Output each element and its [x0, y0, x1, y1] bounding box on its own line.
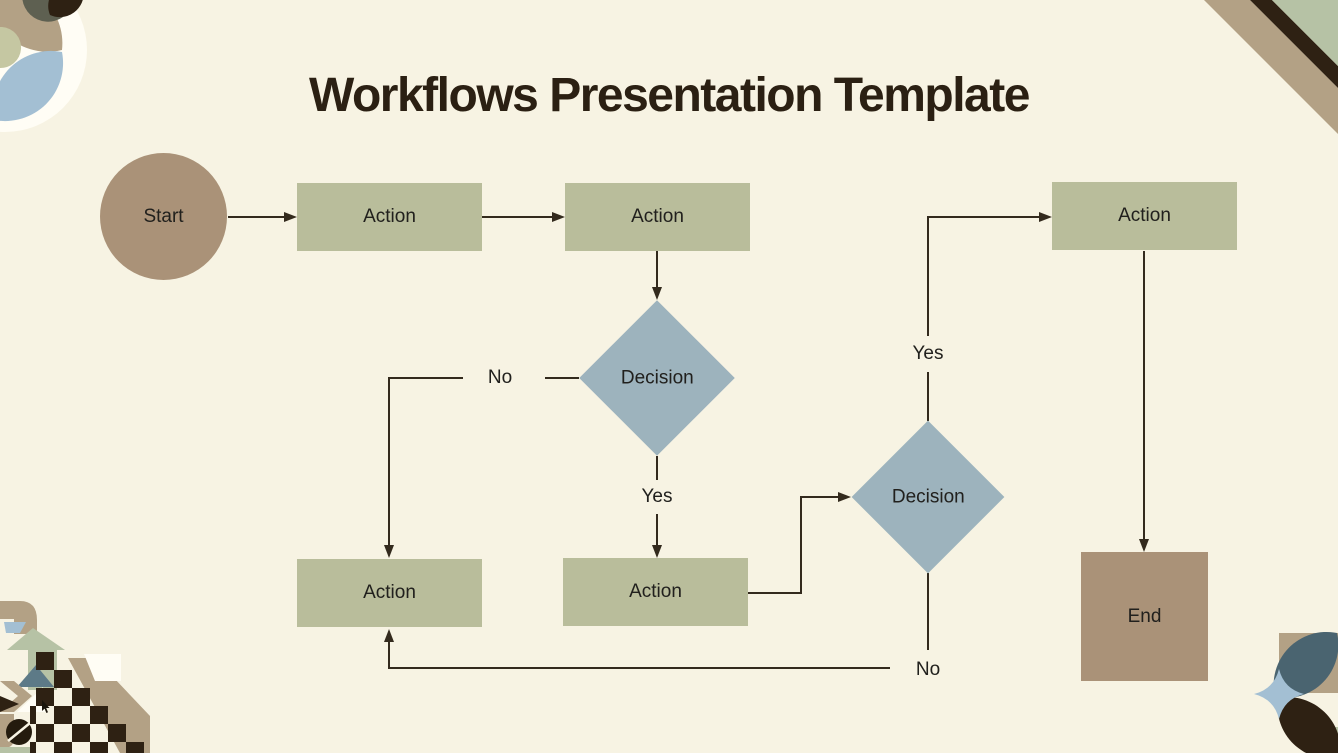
- arrowhead: [384, 629, 394, 642]
- arrowhead: [1139, 539, 1149, 552]
- node-label: Decision: [620, 367, 694, 388]
- arrowhead: [284, 212, 297, 222]
- node-label: Start: [143, 205, 184, 227]
- arrowhead: [838, 492, 851, 502]
- node-label: End: [1127, 605, 1162, 627]
- arrowhead: [1039, 212, 1052, 222]
- flowchart-node-action-4: Action: [563, 558, 748, 626]
- node-label: Action: [1118, 205, 1171, 226]
- flowchart-node-action-1: Action: [297, 183, 482, 251]
- node-label: Action: [629, 581, 682, 602]
- arrowhead: [652, 545, 662, 558]
- slide-title: Workflows Presentation Template: [309, 69, 1030, 122]
- node-label: Action: [363, 582, 416, 603]
- edge-decision2-no-segment2: [388, 638, 890, 669]
- edge-action4-to-decision2: [748, 496, 842, 594]
- node-label: Action: [363, 206, 416, 227]
- node-label: Decision: [891, 486, 965, 507]
- flowchart-node-action-2: Action: [565, 183, 750, 251]
- flowchart-node-action-3: Action: [297, 559, 482, 627]
- edge-label-decision2-no: No: [915, 659, 941, 680]
- edge-label-decision1-yes: Yes: [641, 486, 673, 507]
- edge-label-decision1-no: No: [487, 367, 513, 388]
- flowchart-node-start: Start: [100, 153, 227, 280]
- arrowhead: [384, 545, 394, 558]
- flowchart-node-end: End: [1081, 552, 1208, 681]
- arrowhead: [552, 212, 565, 222]
- edge-label-decision2-yes: Yes: [912, 343, 944, 364]
- arrowhead: [652, 287, 662, 300]
- edge-decision1-no-segment2: [388, 377, 463, 550]
- edge-decision2-yes-segment2: [927, 216, 1042, 336]
- node-label: Action: [631, 206, 684, 227]
- flowchart-node-action-5: Action: [1052, 182, 1237, 250]
